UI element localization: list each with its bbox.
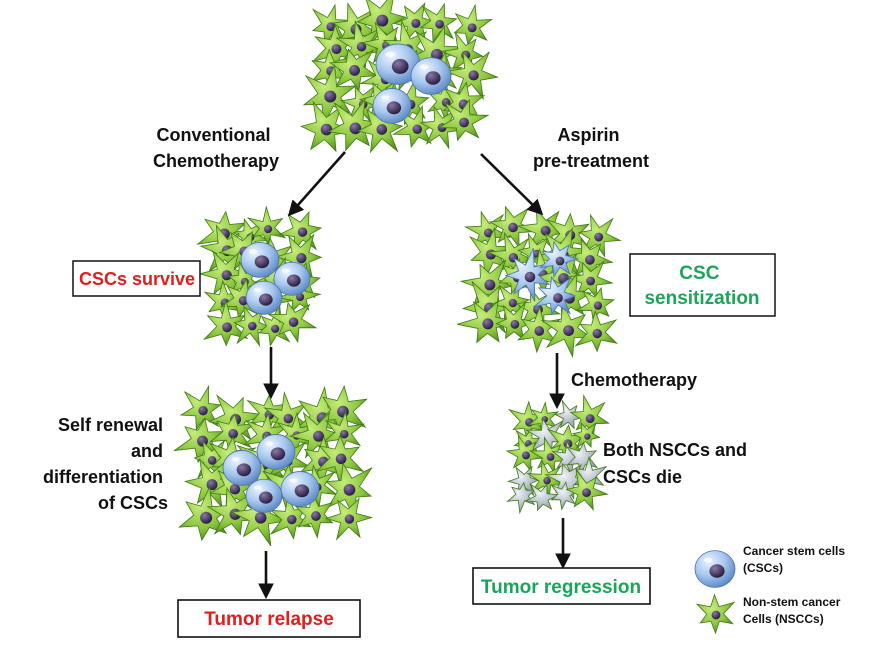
csc-cell xyxy=(375,43,421,85)
nscc-cell xyxy=(495,301,533,341)
csc-cell xyxy=(372,88,412,124)
nscc-cell xyxy=(324,497,374,541)
arrow-right-branch xyxy=(480,153,544,216)
nscc-cell xyxy=(574,310,619,353)
tumor-aspirin-treated xyxy=(457,205,622,359)
csc-cell xyxy=(222,450,262,486)
right-branch-label: Aspirin pre-treatment xyxy=(533,125,649,171)
sensitized-csc-cell xyxy=(539,240,580,278)
nscc-cell xyxy=(457,299,517,344)
arrow-left-branch xyxy=(287,151,346,217)
legend-csc-icon xyxy=(694,550,736,588)
nscc-cell xyxy=(322,410,366,453)
tumor-after-chemotherapy xyxy=(196,205,323,348)
left-branch-label: Conventional Chemotherapy xyxy=(153,125,279,171)
nscc-cell xyxy=(278,210,323,254)
nscc-cell xyxy=(540,301,594,359)
csc-cell xyxy=(245,478,283,513)
nscc-cell xyxy=(356,106,404,154)
nscc-cell xyxy=(571,421,601,450)
csc-cell xyxy=(280,471,320,507)
tumor-regrown xyxy=(173,384,374,547)
csc-survive-box xyxy=(72,260,201,297)
legend-csc-label: Cancer stem cells (CSCs) xyxy=(743,544,848,575)
sensitized-csc-cell xyxy=(533,275,577,316)
nscc-cell xyxy=(695,593,736,635)
nscc-cell xyxy=(554,399,583,430)
csc-cell xyxy=(245,280,283,315)
nscc-cell xyxy=(419,2,458,44)
csc-cell xyxy=(256,434,296,470)
csc-sensitization-box xyxy=(629,253,776,317)
tumor-initial xyxy=(299,0,499,154)
nscc-cell xyxy=(246,205,287,246)
legend-nscc-label: Non-stem cancer Cells (NSCCs) xyxy=(743,595,844,626)
tumor-regression-label: Tumor regression xyxy=(481,577,641,598)
tumor-dying xyxy=(505,394,610,515)
nscc-cell xyxy=(524,483,560,512)
chemotherapy-label: Chemotherapy xyxy=(571,370,697,390)
both-die-label: Both NSCCs and CSCs die xyxy=(603,440,752,487)
legend-nscc-icon xyxy=(695,593,736,635)
csc-sensitization-label: CSC sensitization xyxy=(644,263,759,309)
csc-cell xyxy=(694,550,736,588)
nscc-cell xyxy=(437,98,490,142)
tumor-regression-box xyxy=(472,567,651,605)
csc-survive-label: CSCs survive xyxy=(79,269,195,289)
csc-cell xyxy=(240,242,280,278)
self-renewal-label: Self renewal and differentiation of CSCs xyxy=(43,415,168,513)
nscc-cell xyxy=(573,455,607,495)
nscc-cell xyxy=(299,100,355,153)
tumor-relapse-box xyxy=(177,599,361,638)
legend: Cancer stem cells (CSCs) Non-stem cancer… xyxy=(694,544,848,635)
csc-cell xyxy=(273,261,311,296)
nscc-cell xyxy=(179,384,222,432)
csc-cell xyxy=(410,57,452,95)
tumor-relapse-label: Tumor relapse xyxy=(204,609,334,630)
nscc-cell xyxy=(565,469,609,511)
